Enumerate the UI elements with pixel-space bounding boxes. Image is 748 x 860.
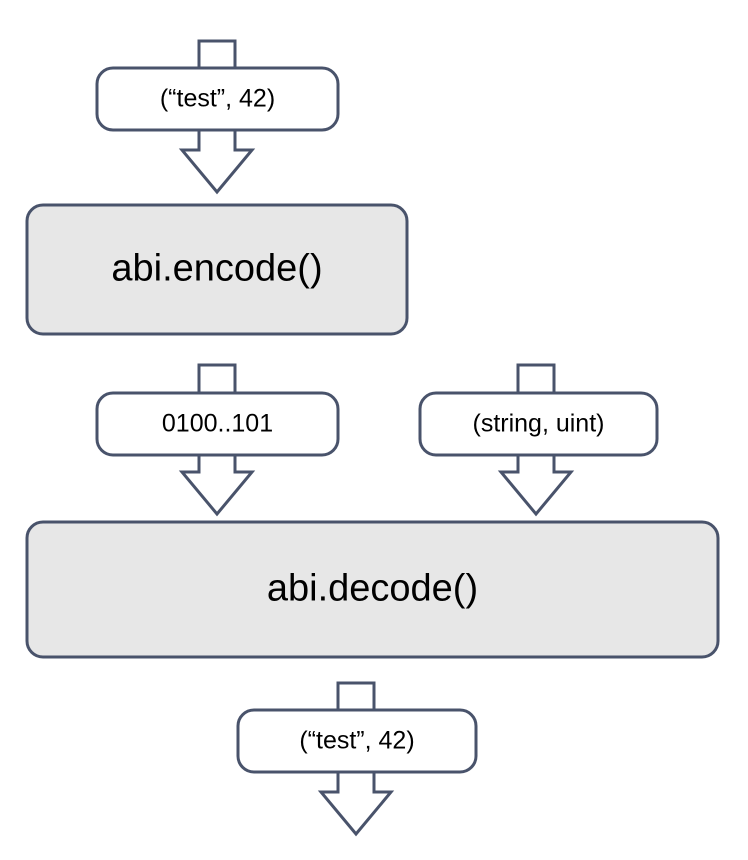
node-layer: (“test”, 42) abi.encode() 0100..101 (string… bbox=[25, 66, 720, 774]
node-abi-decode-box[interactable] bbox=[25, 520, 720, 659]
stub-into-input-connector bbox=[197, 39, 237, 71]
node-abi-encode[interactable]: abi.encode() bbox=[25, 203, 409, 336]
node-abi-encode-box[interactable] bbox=[25, 203, 409, 336]
node-encoded-bytes-label: 0100..101 bbox=[162, 410, 273, 438]
node-abi-encode-label: abi.encode() bbox=[111, 248, 322, 290]
node-input-tuple-box[interactable] bbox=[95, 66, 340, 132]
node-encoded-bytes-box[interactable] bbox=[95, 391, 340, 457]
node-type-signature-label: (string, uint) bbox=[473, 410, 605, 438]
stub-into-signature-connector bbox=[516, 363, 556, 396]
node-abi-decode[interactable]: abi.decode() bbox=[25, 520, 720, 659]
arrow-input-to-encode-arrow-icon bbox=[178, 127, 256, 195]
stub-into-output-connector bbox=[336, 681, 376, 713]
node-input-tuple[interactable]: (“test”, 42) bbox=[95, 66, 340, 132]
node-encoded-bytes[interactable]: 0100..101 bbox=[95, 391, 340, 457]
arrow-output-down-arrow-icon bbox=[317, 769, 395, 837]
node-type-signature-box[interactable] bbox=[418, 391, 659, 457]
node-output-tuple-box[interactable] bbox=[236, 708, 478, 774]
node-input-tuple-label: (“test”, 42) bbox=[160, 85, 275, 113]
stub-into-bytes-connector bbox=[197, 363, 237, 396]
connector-layer bbox=[178, 39, 575, 837]
node-type-signature[interactable]: (string, uint) bbox=[418, 391, 659, 457]
node-output-tuple[interactable]: (“test”, 42) bbox=[236, 708, 478, 774]
arrow-bytes-to-decode-arrow-icon bbox=[178, 452, 256, 517]
node-output-tuple-label: (“test”, 42) bbox=[299, 727, 414, 755]
arrow-signature-to-decode-arrow-icon bbox=[497, 452, 575, 517]
node-abi-decode-label: abi.decode() bbox=[267, 568, 478, 610]
